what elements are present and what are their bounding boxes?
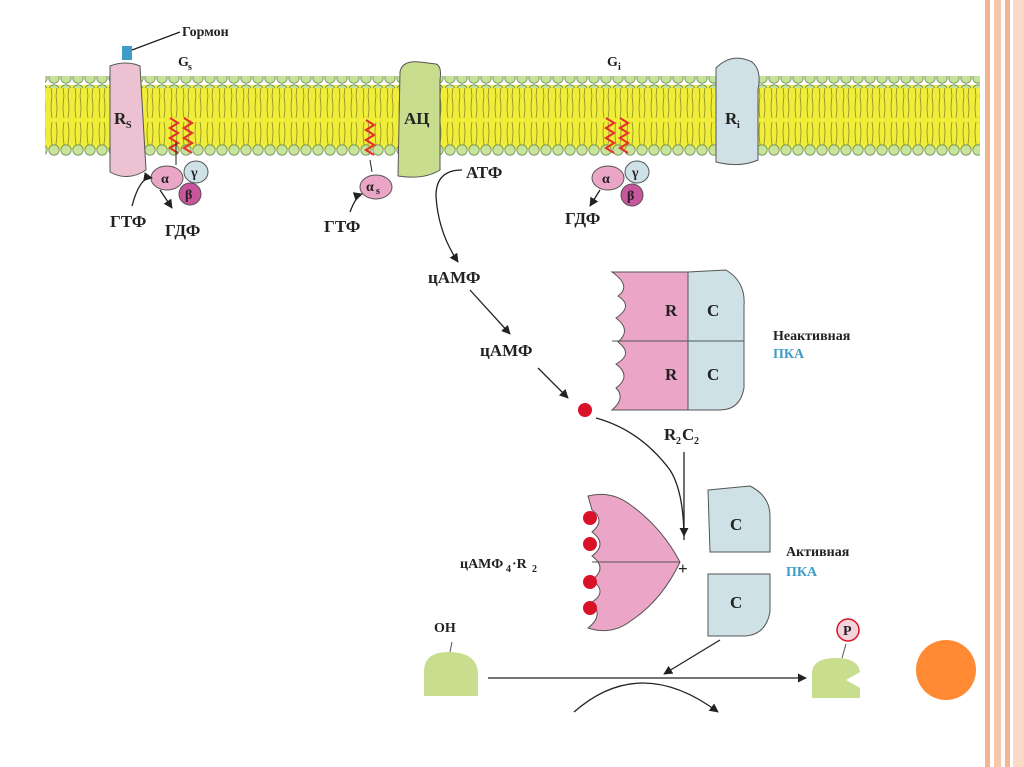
camp4r2-sub2: 2 <box>532 564 537 575</box>
substrate-phosphorylated: P <box>812 618 860 698</box>
alpha-s-subunit: α s <box>359 174 393 200</box>
camp4r2-rest: ·R <box>512 557 528 572</box>
adenylate-cyclase: АЦ <box>397 61 441 178</box>
ri-label: R <box>725 109 738 128</box>
plus-sign: + <box>678 559 688 578</box>
gi-lipid-anchors <box>603 117 631 154</box>
rs-sub: S <box>126 120 132 131</box>
ac-label: АЦ <box>404 109 430 128</box>
r2c2-sub1: 2 <box>676 436 681 447</box>
gs-label: G <box>178 55 189 70</box>
gi-gamma: γ <box>631 166 639 181</box>
gdp-left: ГДФ <box>165 221 200 240</box>
hormone-label: Гормон <box>182 25 229 40</box>
gs-sub: s <box>188 62 192 73</box>
active-c-top: C <box>730 515 742 534</box>
rs-label: R <box>114 109 127 128</box>
active-pka-c-bottom: C <box>707 573 771 637</box>
gs-protein: α γ β <box>150 160 209 206</box>
receptor-ri: R i <box>715 57 760 166</box>
pka-c-bottom: C <box>707 365 719 384</box>
camp4r2-main: цАМФ <box>460 557 503 572</box>
r2c2-r: R <box>664 425 677 444</box>
pka-c-top: C <box>707 301 719 320</box>
alpha-s-label: α <box>366 180 374 195</box>
inactive-pka: R C R C <box>610 269 745 411</box>
r2c2-sub2: 2 <box>694 436 699 447</box>
inactive-pka-line2: ПКА <box>773 347 805 362</box>
pka-r-top: R <box>665 301 678 320</box>
hormone-marker <box>122 46 132 60</box>
receptor-rs: R S <box>109 62 147 177</box>
active-pka-line2: ПКА <box>786 565 818 580</box>
camp-label-1: цАМФ <box>428 268 481 287</box>
gi-sub: i <box>618 62 621 73</box>
phosphate-label: P <box>843 624 852 639</box>
active-c-bottom: C <box>730 593 742 612</box>
r2c2-c: C <box>682 425 694 444</box>
pka-r-bottom: R <box>665 365 678 384</box>
gs-lipid-anchors <box>167 117 195 165</box>
gs-gamma: γ <box>190 166 198 181</box>
active-pka-line1: Активная <box>786 545 850 560</box>
camp4r2-sub: 4 <box>506 564 511 575</box>
atp-label: АТФ <box>466 163 502 182</box>
alpha-s-sub: s <box>376 186 380 197</box>
substrate-unphosphorylated <box>424 641 478 696</box>
ri-sub: i <box>737 120 740 131</box>
gi-alpha: α <box>602 172 610 187</box>
camp-label-2: цАМФ <box>480 341 533 360</box>
gs-beta: β <box>185 188 192 203</box>
gdp-right: ГДФ <box>565 209 600 228</box>
slide-right-border <box>985 0 1024 767</box>
active-pka-c-top: C <box>707 485 771 553</box>
gi-beta: β <box>627 189 634 204</box>
camp-molecule <box>578 403 592 417</box>
camp4-r2-complex <box>583 493 681 632</box>
gtp-mid: ГТФ <box>324 217 360 236</box>
gi-protein: α γ β <box>591 160 650 207</box>
ac-lipid-anchor <box>363 119 377 173</box>
gi-label: G <box>607 55 618 70</box>
cell-membrane <box>45 76 980 156</box>
gtp-left: ГТФ <box>110 212 146 231</box>
accent-circle <box>916 640 976 700</box>
gs-alpha: α <box>161 172 169 187</box>
inactive-pka-line1: Неактивная <box>773 329 851 344</box>
oh-label: OH <box>434 621 456 636</box>
